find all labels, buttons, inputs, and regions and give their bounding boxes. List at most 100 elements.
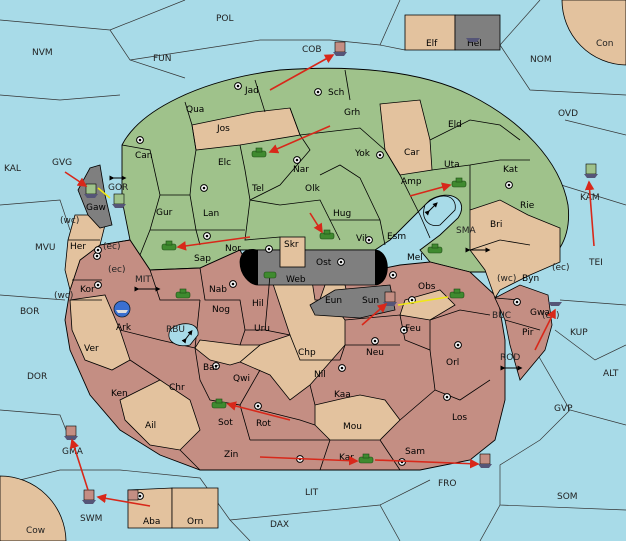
sea-label: POL xyxy=(216,14,234,24)
province-label: Gaw xyxy=(86,203,106,213)
province-label: Ken xyxy=(111,389,128,399)
sea-label: TEI xyxy=(588,258,603,268)
sea-label: BOR xyxy=(20,307,39,317)
support-orders xyxy=(97,187,449,306)
army-icon[interactable] xyxy=(251,147,267,158)
sea-label: OVD xyxy=(558,109,578,119)
province-label: Chp xyxy=(298,348,316,358)
province-label: Eld xyxy=(448,120,462,130)
province-label: Kor xyxy=(80,285,95,295)
province-label: Jos xyxy=(216,124,230,134)
supply-centers xyxy=(93,82,521,500)
army-icon[interactable] xyxy=(358,453,374,464)
army-icon[interactable] xyxy=(449,288,465,299)
province-borders xyxy=(68,69,541,471)
sea-label: DOR xyxy=(27,372,47,382)
army-icon[interactable] xyxy=(451,177,467,188)
province-label: Qua xyxy=(186,105,204,115)
sea-label: FUN xyxy=(153,54,172,64)
province-label: Aba xyxy=(143,517,160,527)
province-label: Amp xyxy=(401,177,422,187)
fleet-icon[interactable] xyxy=(82,489,96,504)
province-label: Elc xyxy=(218,158,231,168)
province-label: Qwi xyxy=(233,374,250,384)
province-label: Feu xyxy=(405,324,421,334)
fleet-icon[interactable] xyxy=(584,163,598,178)
province-label: Bri xyxy=(490,220,502,230)
army-icon[interactable] xyxy=(319,229,335,240)
fleet-icon[interactable] xyxy=(548,302,562,306)
province-label: Rot xyxy=(256,419,271,429)
province-label: Ail xyxy=(145,421,156,431)
fleet-icon[interactable] xyxy=(127,489,139,501)
sea-label: (wc) xyxy=(54,291,73,301)
sea-label: NOM xyxy=(530,55,552,65)
province-label: Nor xyxy=(225,244,241,254)
army-icon[interactable] xyxy=(175,288,191,299)
province-label: Jad xyxy=(244,86,259,96)
province-label: Obs xyxy=(418,282,436,292)
sea-label: DAX xyxy=(270,520,289,530)
fleet-icon[interactable] xyxy=(84,183,98,198)
province-label: Nar xyxy=(293,165,309,175)
army-icon[interactable] xyxy=(211,398,227,409)
army-icon[interactable] xyxy=(427,243,443,254)
province-label: Uta xyxy=(444,160,460,170)
sea-label: FRO xyxy=(438,479,457,489)
province-label: Byn xyxy=(522,274,539,284)
sea-label: RBU xyxy=(166,325,185,335)
armies xyxy=(161,147,467,464)
province-label: Nab xyxy=(209,285,227,295)
sea-label: (ec) xyxy=(103,242,121,252)
province-label: Sch xyxy=(328,88,344,98)
fleet-icon[interactable] xyxy=(333,41,347,56)
fleet-icon[interactable] xyxy=(263,271,277,279)
province-label: Sot xyxy=(218,418,233,428)
sea-label: KAL xyxy=(4,164,21,174)
center-provinces xyxy=(239,14,501,319)
fleet-icon[interactable] xyxy=(64,425,78,440)
province-label: Ost xyxy=(316,258,332,268)
dislodged-unit-icon[interactable] xyxy=(113,300,131,318)
sea-label: GMA xyxy=(62,447,84,457)
sea-label: GVP xyxy=(554,404,573,414)
province-label: Ark xyxy=(116,323,132,333)
province-label: Eun xyxy=(325,296,342,306)
province-labels: Elf Hel Jad Sch Qua Jos Grh Can Elc Nar … xyxy=(70,39,550,527)
fleet-icon[interactable] xyxy=(478,453,492,468)
province-label: Hil xyxy=(252,299,264,309)
army-icon[interactable] xyxy=(161,240,177,251)
province-label: Los xyxy=(452,413,467,423)
province-label: Orn xyxy=(187,517,203,527)
sea-label: MIT xyxy=(135,275,151,285)
province-label: Skr xyxy=(284,240,299,250)
province-label: Nog xyxy=(212,305,230,315)
province-label: Mel xyxy=(407,253,423,263)
sea-label: (ec) xyxy=(108,265,126,275)
province-label: Web xyxy=(286,275,306,285)
province-label: Chr xyxy=(169,383,185,393)
province-label: Mou xyxy=(343,422,362,432)
province-label: Nil xyxy=(314,370,326,380)
province-label: Zin xyxy=(224,450,238,460)
sea-label: ALT xyxy=(603,369,619,379)
province-label: Bar xyxy=(203,363,219,373)
province-label: Sam xyxy=(405,447,425,457)
sea-label: LIT xyxy=(305,488,319,498)
sea-label: ROD xyxy=(500,353,520,363)
province-label: Orl xyxy=(446,358,459,368)
sea-label: Con xyxy=(596,39,614,49)
province-label: Kat xyxy=(503,165,518,175)
province-label: Olk xyxy=(305,184,321,194)
sea-label: (wc) xyxy=(497,274,516,284)
fleet-icon[interactable] xyxy=(466,38,480,42)
sea-label: GVG xyxy=(52,158,72,168)
province-label: Pir xyxy=(522,328,534,338)
province-label: Kar xyxy=(339,453,354,463)
province-label: Gwa xyxy=(530,308,550,318)
fleet-icon[interactable] xyxy=(112,193,126,208)
province-label: Kaa xyxy=(334,390,351,400)
